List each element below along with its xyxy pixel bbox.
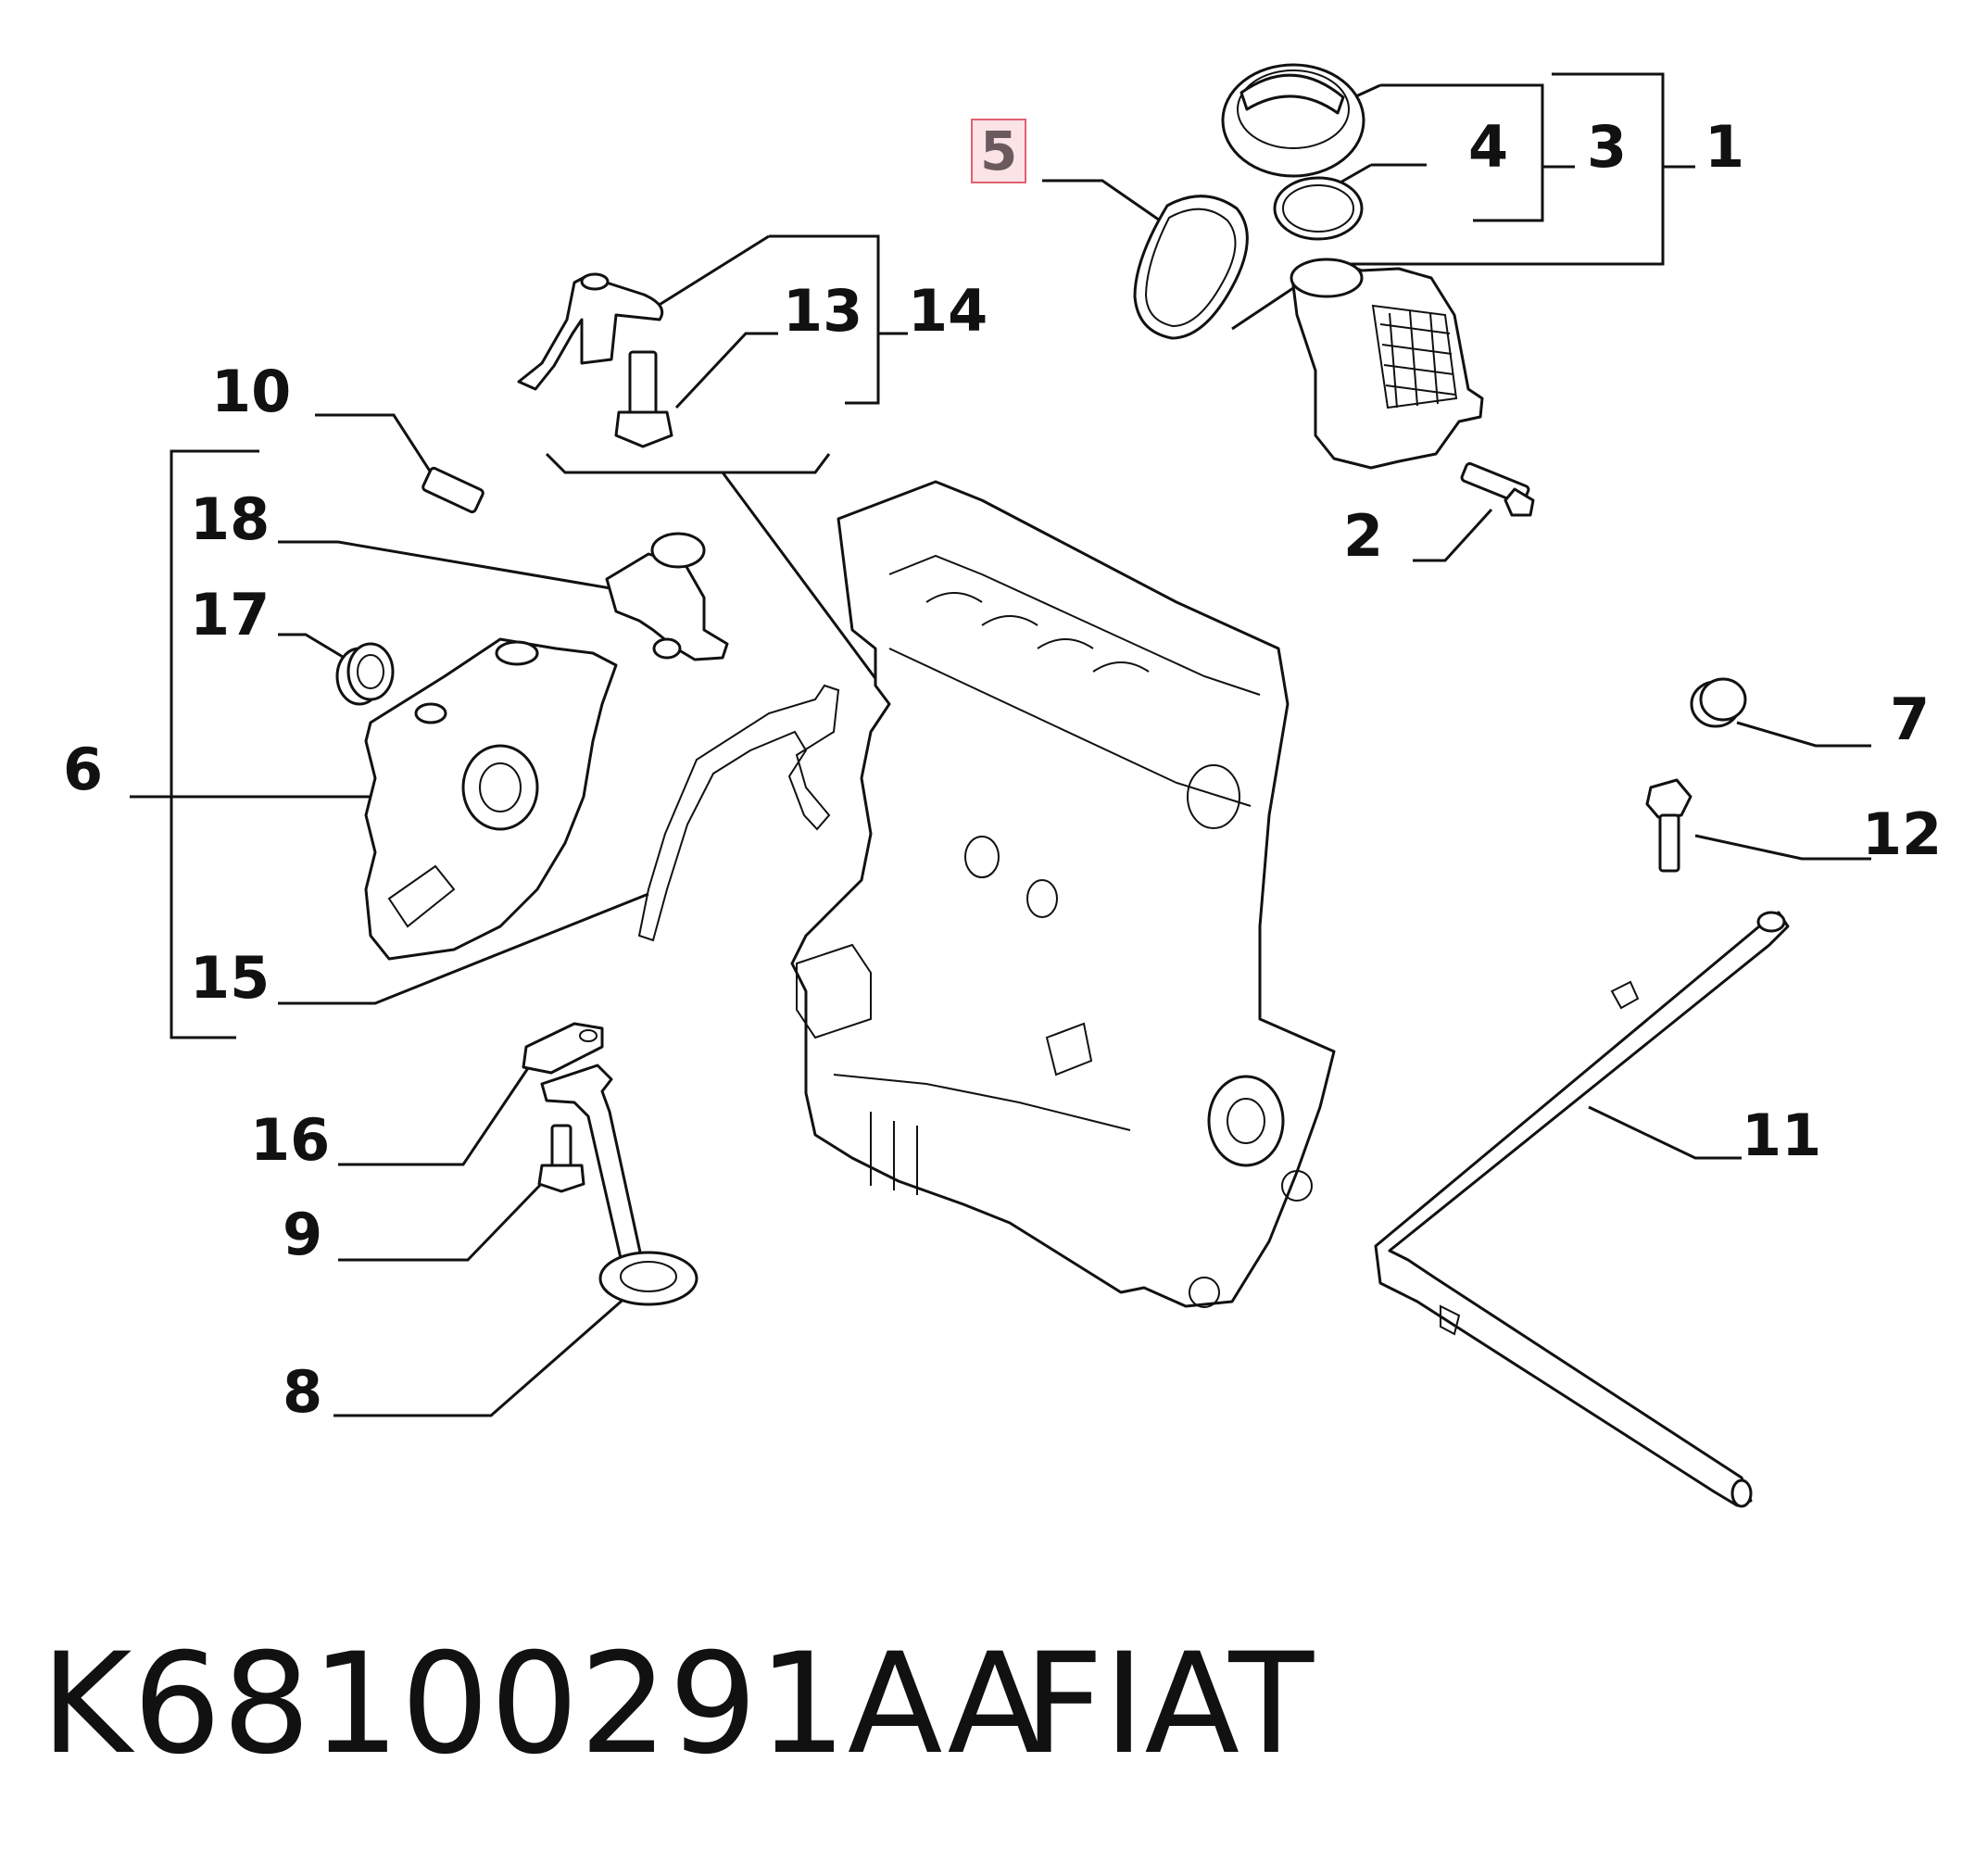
bolt-part-13 [614,350,673,448]
part-number-text: K68100291AA [41,1624,1044,1785]
bolt-part-9 [537,1124,585,1193]
oil-filler-cap-part [1221,63,1365,178]
gasket-part-5 [1133,195,1249,340]
bolt-part-2 [1460,461,1535,517]
pickup-tube-part-8 [540,1064,698,1306]
callout-15: 15 [190,944,271,1012]
callout-1: 1 [1705,113,1745,181]
oil-seal-part-17 [335,642,395,706]
callout-10: 10 [211,358,292,425]
callout-6: 6 [63,736,104,803]
sensor-part-18 [605,532,729,661]
callout-14: 14 [908,277,988,345]
leader-lines [130,72,1871,1417]
callout-12: 12 [1862,800,1943,868]
callout-18: 18 [190,485,271,553]
callout-8: 8 [283,1358,323,1426]
callout-11: 11 [1742,1101,1822,1169]
bolt-part-12 [1645,778,1692,873]
callout-4: 4 [1468,113,1509,181]
callout-5-highlighted[interactable]: 5 [971,119,1027,183]
callout-17: 17 [190,581,271,648]
tube-part-11 [1374,911,1790,1508]
callout-13: 13 [783,277,863,345]
filler-housing-part [1290,258,1484,470]
engine-block-part [790,480,1336,1308]
callout-2: 2 [1343,502,1384,570]
plug-part-7 [1690,677,1747,728]
seal-ring-part [1273,176,1364,241]
brand-text: FIAT [1024,1624,1315,1785]
gasket-part-15 [637,684,840,942]
callout-9: 9 [283,1201,323,1268]
callout-7: 7 [1890,686,1931,753]
gasket-part-16 [522,1022,604,1075]
bracket-part-14 [517,272,664,391]
oil-pump-part-6 [364,637,618,961]
bolt-part-10 [422,466,484,514]
callout-3: 3 [1587,113,1628,181]
callout-16: 16 [250,1106,331,1174]
